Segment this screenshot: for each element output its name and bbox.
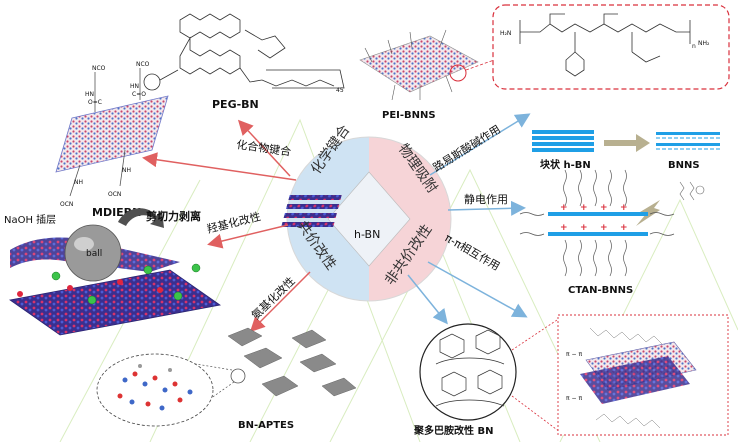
peg-subscript: 45 (336, 87, 344, 94)
aptes-zoom-ellipse (96, 353, 214, 427)
pei-zoom-circle (449, 64, 467, 82)
pei-chain-sub: n (692, 43, 696, 50)
center-label: h-BN (354, 228, 380, 241)
arrows (142, 113, 531, 333)
svg-text:+: + (560, 203, 568, 213)
arrow-amino (249, 271, 311, 333)
svg-text:+: + (560, 223, 568, 233)
arrow-hydroxyl (207, 224, 289, 249)
bnns-label: BNNS (668, 160, 700, 171)
aptes-molecules (117, 364, 193, 411)
pei-module: PEI-BNNS H₂N NH₂ n (359, 4, 730, 121)
mdiebn-group-5: HN (85, 91, 94, 98)
arrow-electro (447, 200, 526, 216)
ball-label: ball (86, 249, 102, 259)
arrow-label-lewis: 路易斯酸碱作用 (430, 122, 503, 175)
pei-sheet (359, 35, 479, 93)
mdiebn-group-3: OCN (60, 201, 73, 208)
pda-circle (419, 323, 517, 421)
bulk-to-bnns-arrow (604, 134, 650, 152)
pi-label-2: π − π (566, 395, 582, 402)
mdiebn-group-8: NH (122, 167, 131, 174)
ctan-module: + + + + + + + + CTAN-BNNS (519, 169, 705, 296)
aptes-module: BN-APTES (96, 327, 357, 431)
arrow-compound (142, 152, 297, 181)
arrow-pda (407, 274, 448, 325)
pi-label-1: π − π (566, 351, 582, 358)
svg-text:+: + (620, 203, 628, 213)
aptes-label: BN-APTES (238, 420, 294, 431)
bulk-hbn-stack (532, 130, 594, 152)
pda-module: 聚多巴胺改性 BN (413, 317, 561, 437)
mdiebn-group-10: C=O (132, 91, 146, 98)
ctan-label: CTAN-BNNS (568, 285, 633, 296)
bnns-sheets (656, 132, 720, 150)
mdiebn-group-1: NCO (92, 65, 106, 72)
pda-inset: π − π π − π (557, 314, 729, 436)
bulk-label: 块状 h-BN (540, 158, 591, 171)
arrow-label-pipi: π-π相互作用 (443, 231, 503, 273)
mdiebn-sheet (55, 95, 169, 173)
svg-text:+: + (600, 203, 608, 213)
center-diamond (327, 171, 411, 267)
svg-text:+: + (580, 203, 588, 213)
peg-label: PEG-BN (212, 98, 259, 111)
arrow-peg (237, 119, 291, 177)
shear-label: 剪切力剥离 (146, 209, 201, 223)
naoh-bottom-sheet (8, 269, 222, 336)
mdiebn-group-6: HN (130, 83, 139, 90)
pei-chain-end-right: NH₂ (698, 40, 710, 47)
mdiebn-group-4: OCN (108, 191, 121, 198)
mdiebn-group-2: NCO (136, 61, 150, 68)
mdiebn-module: NCO NCO OCN OCN HN HN NH NH O=C C=O MDIE… (55, 61, 169, 219)
aptes-flakes (227, 327, 357, 397)
arrow-label-compound: 化合物键合 (236, 137, 292, 159)
svg-text:+: + (620, 223, 628, 233)
bulk-module: 块状 h-BN BNNS (532, 130, 720, 171)
naoh-module: ball NaOH 插层 剪切力剥离 (4, 208, 222, 336)
pda-label: 聚多巴胺改性 BN (413, 424, 493, 437)
arrow-pipi (427, 261, 528, 318)
center-circle: h-BN 化学键合 物理吸附 共价改性 非共价改性 (281, 122, 452, 302)
arrow-label-electro: 静电作用 (464, 192, 508, 206)
ctan-surfactant-top (563, 169, 627, 207)
shear-arrow-icon (118, 208, 164, 228)
mdiebn-group-9: O=C (88, 99, 102, 106)
mdiebn-group-7: NH (74, 179, 83, 186)
arrow-lewis (429, 113, 531, 176)
arrow-label-hydroxyl: 羟基化改性 (205, 209, 262, 236)
pei-chain-end-left: H₂N (500, 30, 511, 37)
pei-label: PEI-BNNS (382, 110, 436, 121)
pei-inset-box (492, 4, 730, 90)
arrow-label-amino: 氨基化改性 (248, 274, 297, 322)
hbn-layers-icon (281, 195, 342, 227)
naoh-label: NaOH 插层 (4, 213, 56, 226)
svg-text:+: + (600, 223, 608, 233)
peg-module (143, 13, 345, 91)
svg-text:+: + (580, 223, 588, 233)
